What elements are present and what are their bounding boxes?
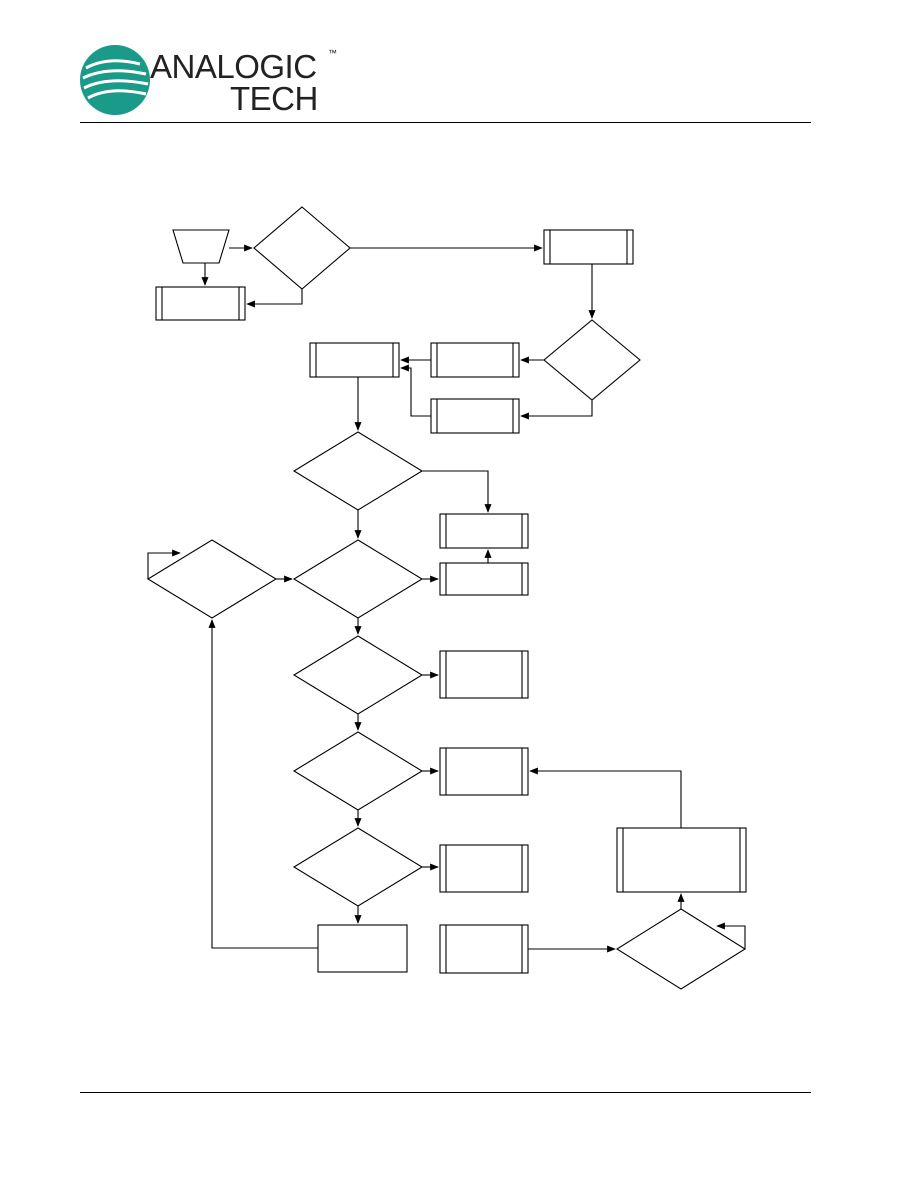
page-header: ANALOGIC ™ TECH <box>0 0 918 130</box>
proc-c <box>309 342 400 378</box>
footer-rule <box>80 1092 811 1093</box>
dec5 <box>292 635 424 715</box>
proc-right-top <box>543 229 634 265</box>
dec3 <box>292 431 424 511</box>
proc-large <box>616 827 747 893</box>
proc-e <box>439 562 529 596</box>
proc-d <box>439 513 529 549</box>
proc-g <box>439 747 529 796</box>
proc-h <box>439 844 529 893</box>
start <box>172 229 230 264</box>
connectors <box>147 244 746 953</box>
proc-i <box>439 924 529 974</box>
logo-globe-icon <box>80 45 150 115</box>
dec7 <box>292 827 424 907</box>
proc-f <box>439 650 529 699</box>
dec4 <box>292 539 424 619</box>
trademark: ™ <box>328 48 337 58</box>
dec2 <box>543 319 641 401</box>
dec-loop-left <box>146 539 278 619</box>
brand-line2: TECH <box>230 80 318 117</box>
dec-loop-right <box>615 908 747 990</box>
proc-left-top <box>155 286 246 321</box>
box-bottom <box>317 924 408 973</box>
brand-line1: ANALOGIC <box>150 48 317 85</box>
dec6 <box>292 731 424 811</box>
analogic-tech-logo: ANALOGIC ™ TECH <box>80 45 337 117</box>
dec1 <box>253 206 351 290</box>
proc-a <box>430 342 520 378</box>
header-rule <box>80 122 811 123</box>
proc-b <box>430 398 520 434</box>
